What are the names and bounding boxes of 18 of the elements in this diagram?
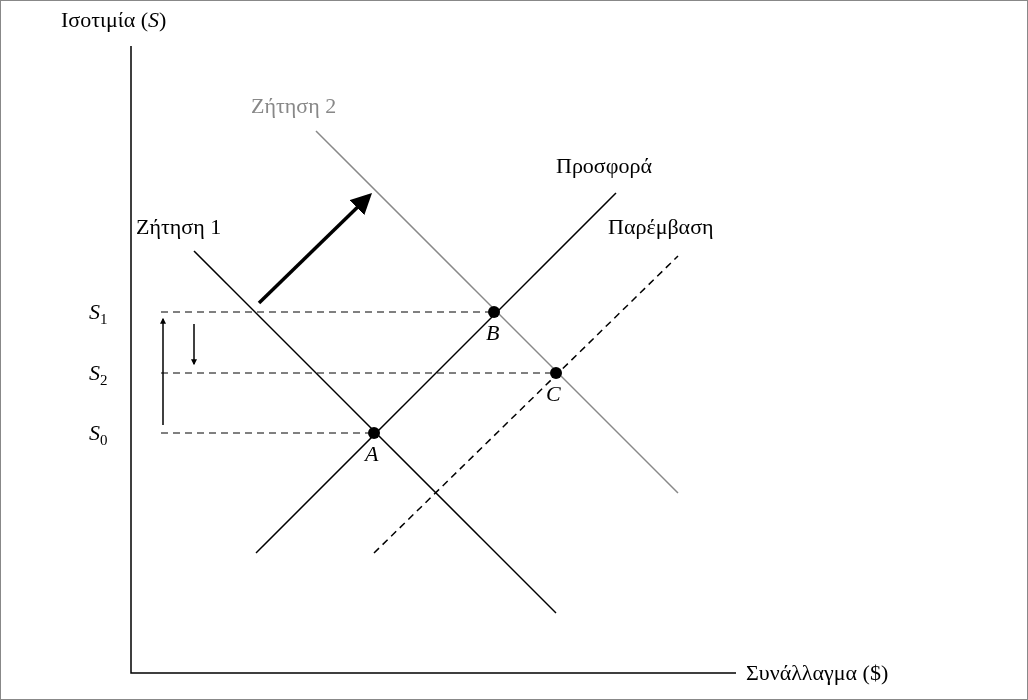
dashed-guide-line xyxy=(160,311,489,313)
point-label: C xyxy=(546,382,561,406)
axis-title: Συνάλλαγμα ($) xyxy=(746,660,889,686)
line-label: Ζήτηση 1 xyxy=(136,214,222,240)
point-marker xyxy=(368,427,380,439)
point-marker xyxy=(488,306,500,318)
axis-tick-label: S$_{1}$ xyxy=(89,299,108,333)
point-label: A xyxy=(365,442,379,466)
axis-tick-label: S$_{0}$ xyxy=(89,420,108,454)
point-label: B xyxy=(486,321,500,345)
dashed-guide-line xyxy=(160,372,551,374)
point-marker xyxy=(550,367,562,379)
axis-title: Ισοτιμία (S) xyxy=(61,7,167,33)
line-label: Προσφορά xyxy=(556,153,652,179)
line-label: Παρέμβαση xyxy=(608,214,714,240)
axis-tick-label: S$_{2}$ xyxy=(89,360,108,394)
line-label: Ζήτηση 2 xyxy=(251,93,337,119)
dashed-guide-line xyxy=(160,432,369,434)
